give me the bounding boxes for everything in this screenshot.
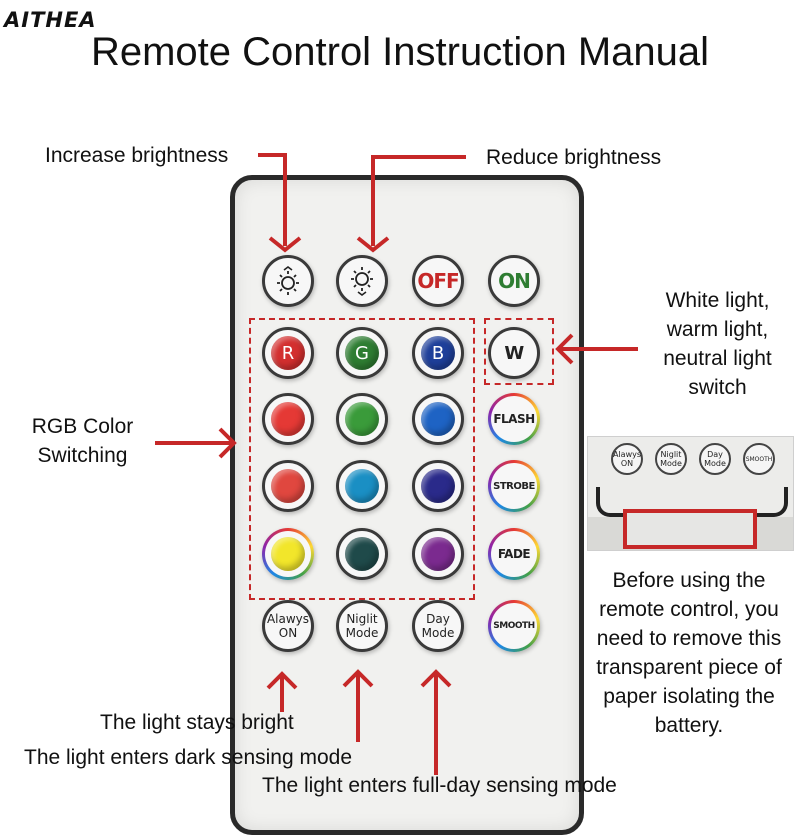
label-dark-sensing: The light enters dark sensing mode <box>24 746 353 769</box>
inset-highlight-box <box>623 509 757 549</box>
label-rgb-color-switching: RGB Color Switching <box>31 415 134 467</box>
color-button-cyan[interactable] <box>336 460 388 512</box>
inset-smooth-button: SMOOTH <box>743 443 775 475</box>
blue-button[interactable]: B <box>412 327 464 379</box>
white-highlight-box <box>484 318 554 385</box>
strobe-button[interactable]: STROBE <box>488 460 540 512</box>
color-button-red-2[interactable] <box>262 393 314 445</box>
arrow-reduce-brightness <box>371 155 466 246</box>
on-button[interactable]: ON <box>488 255 540 307</box>
smooth-button[interactable]: SMOOTH <box>488 600 540 652</box>
arrow-stays-head <box>266 671 298 690</box>
white-button[interactable]: W <box>488 327 540 379</box>
arrow-dark-head <box>342 669 374 688</box>
niglit-mode-button[interactable]: Niglit Mode <box>336 600 388 652</box>
color-button-yellow[interactable] <box>262 528 314 580</box>
brightness-down-button[interactable] <box>336 255 388 307</box>
color-button-red-3[interactable] <box>262 460 314 512</box>
label-white-light: White light, warm light, neutral light s… <box>663 289 772 399</box>
sun-down-icon <box>351 267 373 296</box>
off-button[interactable]: OFF <box>412 255 464 307</box>
day-mode-button[interactable]: Day Mode <box>412 600 464 652</box>
flash-button[interactable]: FLASH <box>488 393 540 445</box>
brand-logo: AITHEA <box>4 8 97 32</box>
inset-paper-tab <box>625 512 753 548</box>
always-on-button[interactable]: Alawys ON <box>262 600 314 652</box>
fade-button[interactable]: FADE <box>488 528 540 580</box>
arrow-full-day-head <box>420 669 452 688</box>
arrow-increase-brightness <box>258 153 287 246</box>
brightness-up-button[interactable] <box>262 255 314 307</box>
arrow-increase-head <box>268 236 302 253</box>
label-stays-bright: The light stays bright <box>100 711 294 734</box>
color-button-blue-2[interactable] <box>412 393 464 445</box>
color-button-indigo[interactable] <box>412 460 464 512</box>
label-increase-brightness: Increase brightness <box>45 144 229 167</box>
label-battery-note: Before using the remote control, you nee… <box>596 569 782 737</box>
arrow-white-head <box>555 333 574 365</box>
sun-up-icon <box>277 266 299 295</box>
arrow-reduce-head <box>356 236 390 253</box>
remote-control-body: OFF ON R G B W FLASH STROBE <box>230 175 584 835</box>
label-reduce-brightness: Reduce brightness <box>486 146 662 169</box>
red-button[interactable]: R <box>262 327 314 379</box>
rgb-highlight-box <box>249 318 475 600</box>
color-button-purple[interactable] <box>412 528 464 580</box>
arrow-rgb-head <box>218 427 237 459</box>
page-title: Remote Control Instruction Manual <box>90 30 710 74</box>
annotation-arrows <box>155 153 638 775</box>
label-full-day-sensing: The light enters full-day sensing mode <box>262 774 617 797</box>
color-button-green-2[interactable] <box>336 393 388 445</box>
color-button-teal[interactable] <box>336 528 388 580</box>
green-button[interactable]: G <box>336 327 388 379</box>
